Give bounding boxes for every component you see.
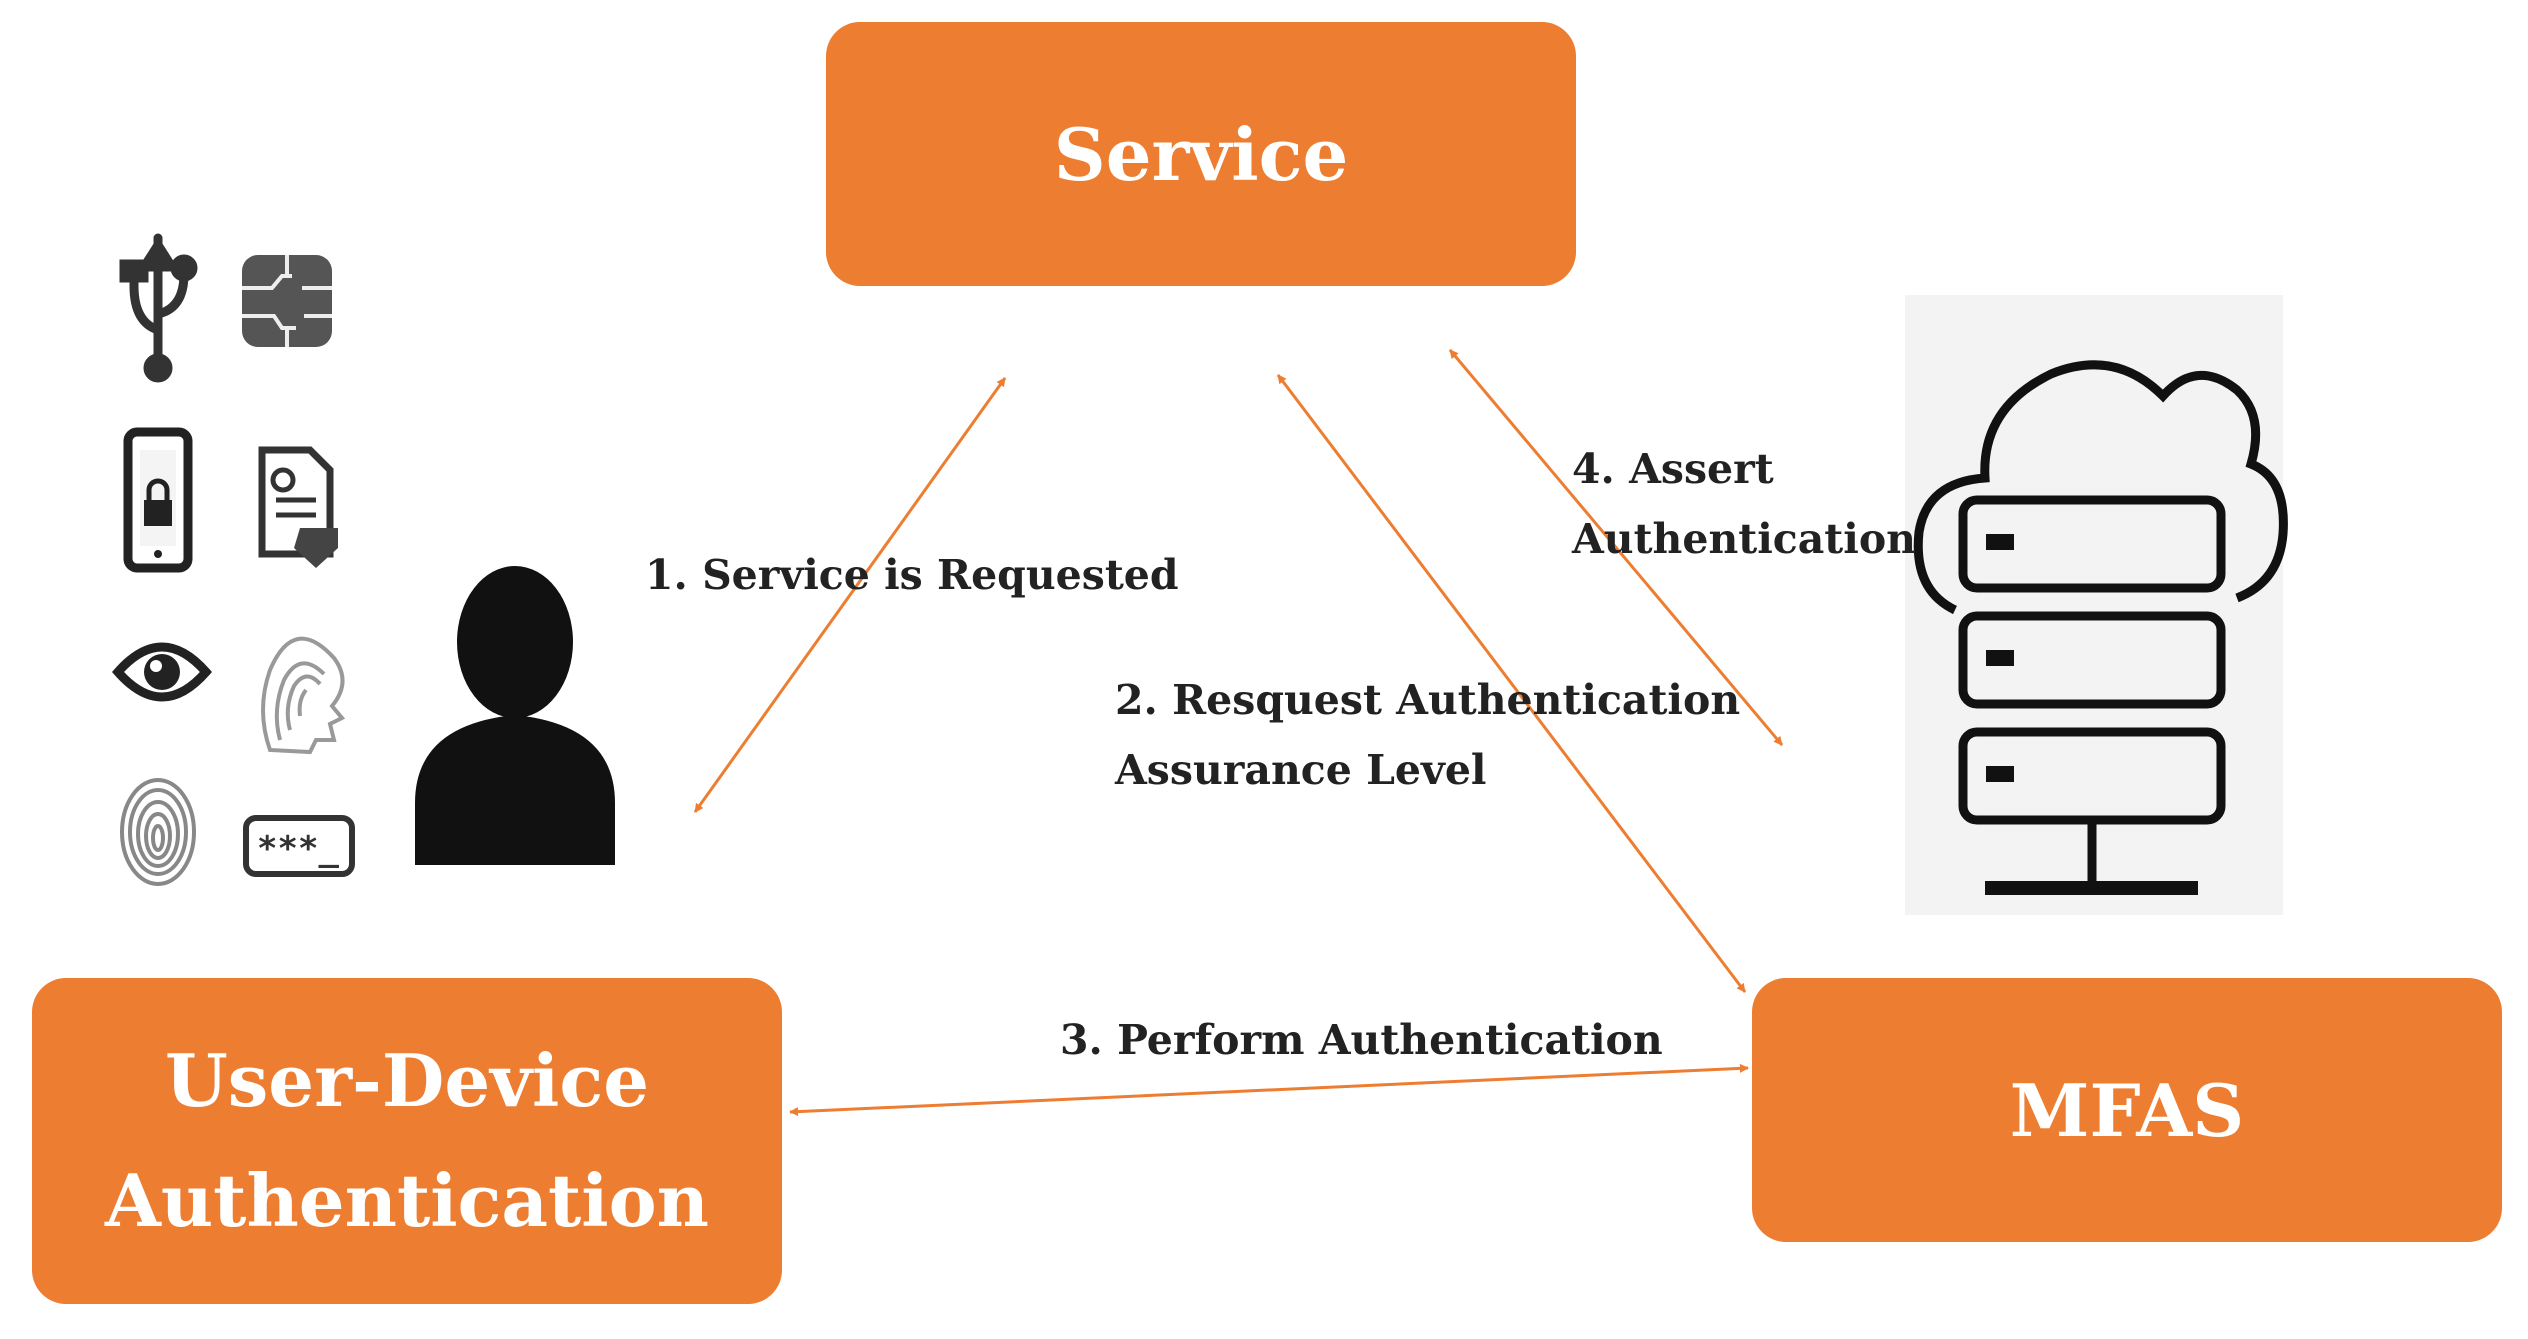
edge-label-step1: 1. Service is Requested (645, 551, 1179, 599)
mobile-lock-icon (123, 427, 193, 573)
user-device-label-line1: User-Device (164, 1038, 650, 1123)
cloud-server-icon (1913, 360, 2288, 895)
password-mask-text: ***_ (257, 829, 339, 869)
fingerprint-icon (120, 778, 196, 886)
arrow-step1 (693, 377, 1007, 813)
user-device-label-line2: Authentication (104, 1158, 710, 1243)
service-label: Service (1053, 111, 1349, 197)
smart-card-chip-icon (242, 255, 332, 347)
mfas-label: MFAS (2009, 1067, 2245, 1153)
user-icon (415, 566, 615, 865)
usb-icon (119, 233, 198, 383)
face-biometric-icon (261, 636, 346, 755)
password-field-icon: ***_ (243, 815, 355, 877)
edge-label-step4-line1: 4. Assert (1572, 445, 1774, 493)
edge-label-step2-line2: Assurance Level (1115, 746, 1487, 794)
mfas-node: MFAS (1752, 978, 2502, 1242)
eye-icon (112, 642, 212, 702)
edge-label-step3: 3. Perform Authentication (1060, 1016, 1663, 1064)
arrow-step3 (789, 1063, 1749, 1117)
edge-label-step4-line2: Authentication (1572, 515, 1916, 563)
arrow-step4 (1448, 349, 1784, 746)
user-device-authentication-node: User-Device Authentication (32, 978, 782, 1304)
edge-label-step4: 4. Assert Authentication (1572, 434, 1916, 574)
edge-label-step2-line1: 2. Resquest Authentication (1115, 676, 1741, 724)
edge-label-step2: 2. Resquest Authentication Assurance Lev… (1115, 665, 1740, 805)
digital-certificate-icon (258, 446, 338, 568)
service-node: Service (826, 22, 1576, 286)
